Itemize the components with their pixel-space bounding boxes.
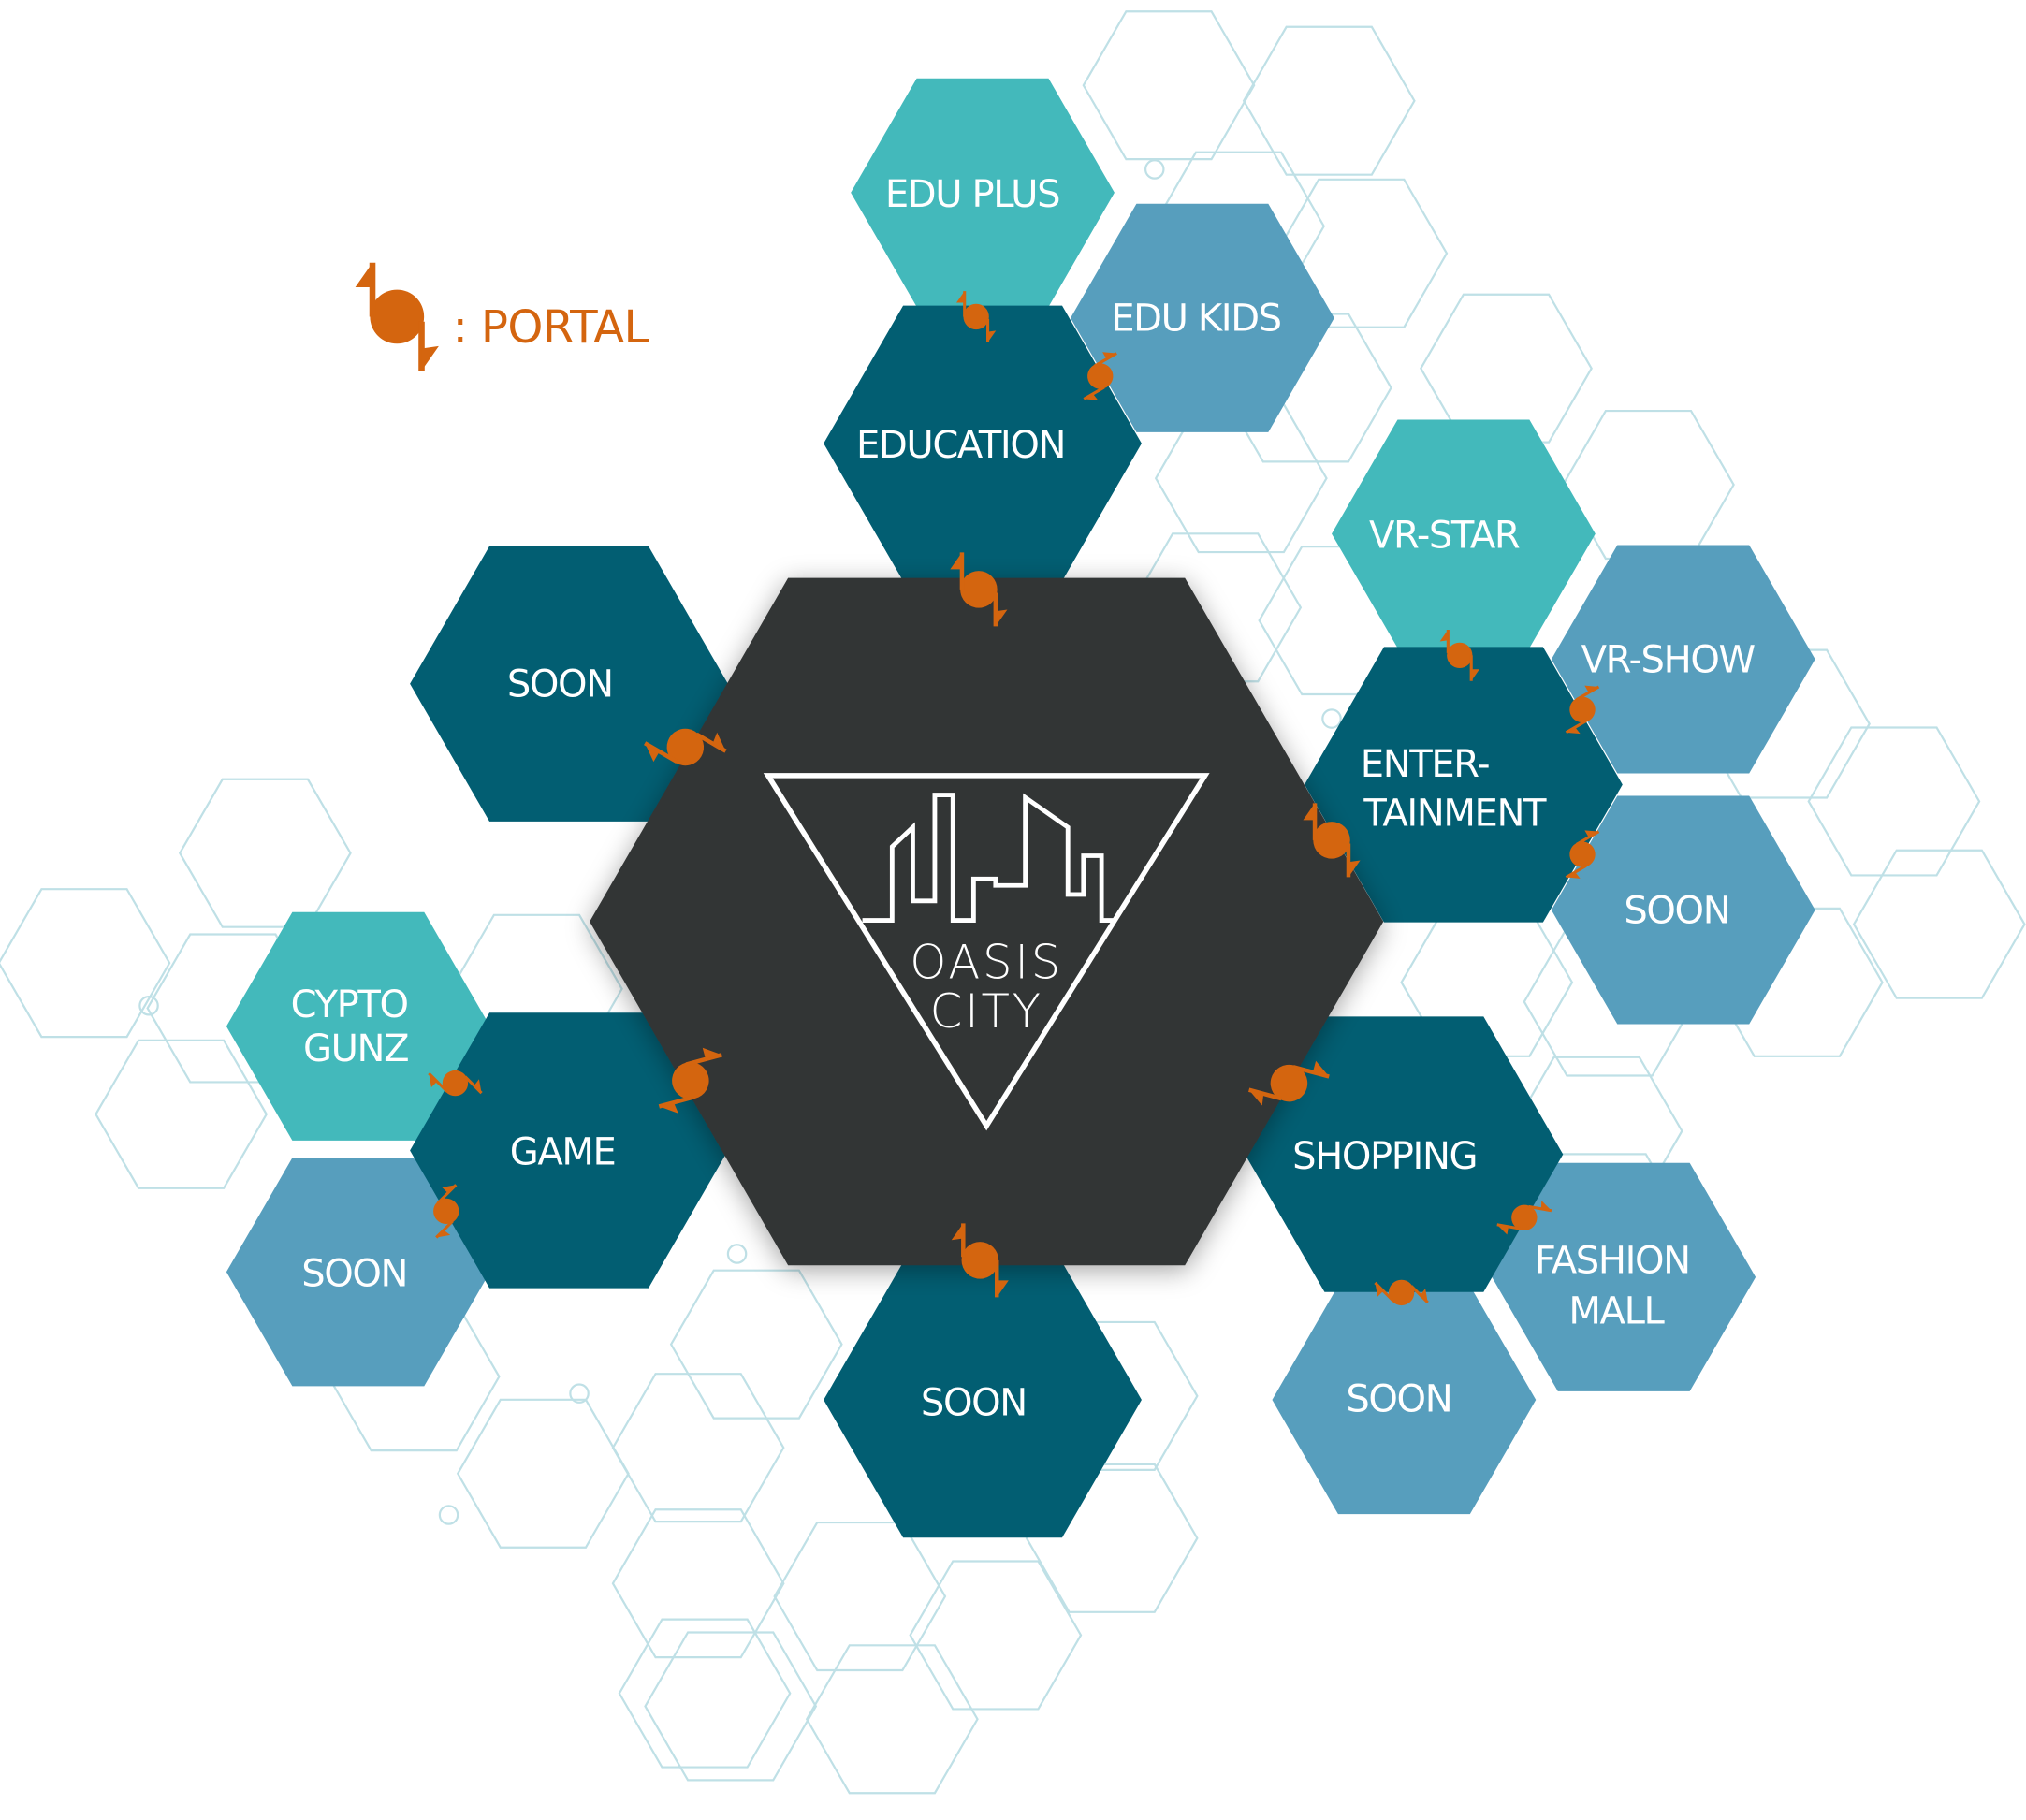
hex-label: SOON [1346, 1377, 1451, 1420]
background-hex [456, 1398, 630, 1549]
background-node [1321, 708, 1342, 729]
background-hex [1807, 726, 1981, 877]
hex-label: SHOPPING [1292, 1135, 1477, 1178]
logo-line2: CITY [930, 984, 1043, 1039]
background-hex [611, 1508, 785, 1659]
hex-label: EDU KIDS [1111, 298, 1280, 341]
background-node [569, 1383, 590, 1404]
hex-shape [226, 1158, 490, 1387]
hex-soon-entertainment[interactable]: SOON [1551, 795, 1815, 1025]
hex-shape [226, 911, 490, 1141]
hex-vr-star[interactable]: VR-STAR [1332, 419, 1596, 648]
hex-edu-kids[interactable]: EDU KIDS [1070, 203, 1334, 432]
hex-label: SOON [921, 1382, 1027, 1425]
hex-fashion-mall[interactable]: FASHION MALL [1492, 1162, 1756, 1391]
hex-shape [410, 1012, 728, 1289]
hex-label: EDUCATION [856, 424, 1065, 467]
hex-soon-upper-left[interactable]: SOON [410, 546, 728, 822]
hex-shape [1070, 203, 1334, 432]
hex-shape [1492, 1162, 1756, 1391]
hex-label-line2: TAINMENT [1363, 793, 1547, 836]
hex-label: GAME [510, 1131, 616, 1174]
hex-soon-game[interactable]: SOON [226, 1158, 490, 1387]
logo-triangle [763, 773, 1210, 1131]
background-hex [1242, 25, 1416, 176]
hex-label: VR-STAR [1369, 515, 1520, 558]
background-hex [0, 888, 171, 1039]
hex-label-line1: ENTER- [1361, 743, 1489, 786]
hex-label: SOON [507, 663, 613, 706]
hex-edu-plus[interactable]: EDU PLUS [851, 78, 1115, 307]
background-node [438, 1505, 459, 1525]
background-hex [1852, 849, 2026, 999]
hex-soon-shopping[interactable]: SOON [1272, 1286, 1537, 1515]
hex-game[interactable]: GAME [410, 1012, 728, 1289]
hex-shape [1551, 545, 1815, 774]
legend-label: : PORTAL [453, 301, 649, 354]
hex-oasis-city-center[interactable]: OASIS CITY [590, 577, 1384, 1266]
hex-label: EDU PLUS [885, 173, 1059, 216]
logo-line1: OASIS [910, 936, 1063, 990]
portal-legend: : PORTAL [356, 263, 649, 371]
hex-soon-bottom[interactable]: SOON [824, 1261, 1142, 1538]
background-hex [618, 1618, 792, 1769]
hex-label-line1: CYPTO [291, 983, 408, 1026]
background-hex [805, 1644, 979, 1795]
hex-shape [1305, 647, 1623, 923]
background-hex [773, 1521, 947, 1672]
hex-crypto-gunz[interactable]: CYPTO GUNZ [226, 911, 490, 1141]
hex-shape [1272, 1286, 1537, 1515]
background-node [138, 995, 159, 1016]
background-hex [669, 1269, 843, 1420]
background-hex [644, 1631, 818, 1782]
hex-label: VR-SHOW [1581, 638, 1756, 681]
hex-education[interactable]: EDUCATION [824, 305, 1142, 581]
background-hex [95, 1039, 269, 1189]
center-hex-shape [590, 577, 1384, 1266]
hex-shape [1551, 795, 1815, 1025]
hex-entertainment[interactable]: ENTER- TAINMENT [1305, 647, 1623, 923]
hex-shape [1332, 419, 1596, 648]
hex-label-line2: MALL [1568, 1290, 1665, 1333]
hex-shape [1245, 1016, 1564, 1292]
hex-shape [410, 546, 728, 822]
background-node [726, 1244, 748, 1264]
background-hex [1082, 10, 1256, 161]
hex-label-line1: FASHION [1535, 1240, 1690, 1283]
hex-shape [851, 78, 1115, 307]
hex-shopping[interactable]: SHOPPING [1245, 1016, 1564, 1292]
hex-shape [824, 305, 1142, 581]
hex-shape [824, 1261, 1142, 1538]
oasis-city-logo: OASIS CITY [763, 773, 1210, 1131]
background-node [1144, 159, 1165, 180]
hex-label: SOON [301, 1252, 407, 1295]
background-hex [611, 1373, 785, 1523]
hex-label: SOON [1624, 889, 1729, 932]
hex-vr-show[interactable]: VR-SHOW [1551, 545, 1815, 774]
portal-icon [356, 263, 439, 371]
hex-label-line2: GUNZ [303, 1027, 408, 1070]
skyline-icon [862, 793, 1115, 923]
background-hex [1562, 409, 1735, 561]
background-hex [178, 778, 352, 928]
background-hex [909, 1560, 1083, 1711]
